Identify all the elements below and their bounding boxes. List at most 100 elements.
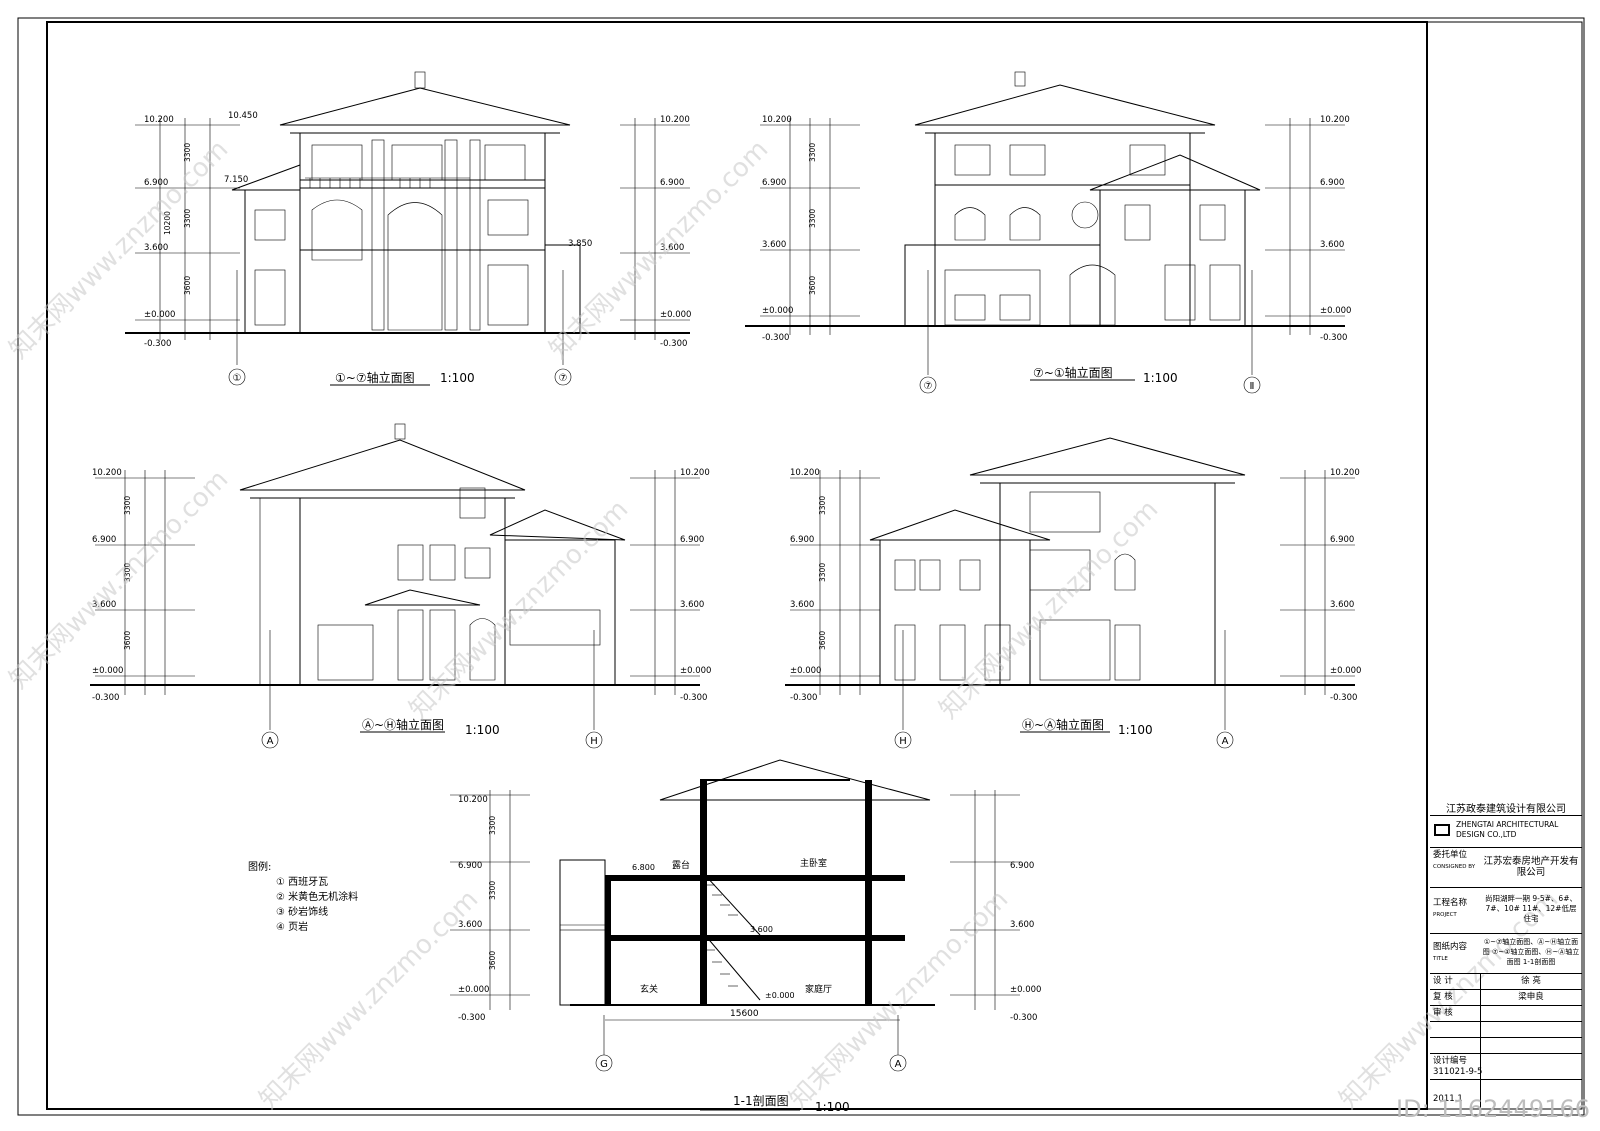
level-mark: 6.900 [144,178,168,188]
view-title: Ⓐ~Ⓗ轴立面图 [362,717,444,732]
level-mark: 10.200 [92,468,122,478]
drawing-date: 2011.1 [1433,1094,1463,1104]
level-mark: 6.900 [1330,535,1354,545]
designer-name: 徐 亮 [1521,976,1541,986]
project-label-en: PROJECT [1433,912,1457,918]
level-mark: 3.600 [762,240,786,250]
client-label-en: CONSIGNED BY [1433,864,1476,870]
level-mark: -0.300 [762,333,789,343]
level-mark: -0.300 [1010,1013,1037,1023]
project-label: 工程名称 [1433,898,1468,908]
level-mark: -0.300 [790,693,817,703]
axis-label: ⑦ [924,381,933,392]
axis-label: H [590,736,598,747]
level-mark: 6.900 [680,535,704,545]
level-labels: 10.200 6.900 3.600 ±0.000 -0.300 10.450 … [92,111,1361,1023]
elevation-7-1 [745,71,1345,394]
dimension-text: 3300 [818,496,827,515]
watermark: 知末网www.znzmo.com [4,464,235,695]
level-mark: 6.900 [762,178,786,188]
drawing-content: ①~⑦轴立面图、Ⓐ~Ⓗ轴立面图 ⑦~①轴立面图、Ⓗ~Ⓐ轴立面图 1-1剖面图 [1482,938,1580,966]
checker-name: 梁申良 [1518,992,1544,1002]
watermarks: 知末网www.znzmo.com 知末网www.znzmo.com 知末网www… [4,134,1565,1115]
room-label: 玄关 [640,983,658,995]
axis-label: A [1222,736,1229,747]
level-mark: ±0.000 [762,306,793,316]
dimension-text: 3600 [123,631,132,650]
watermark: 知末网www.znzmo.com [784,884,1015,1115]
dimension-text: 3600 [808,276,817,295]
company-logo [1434,824,1450,836]
view-title: ⑦~①轴立面图 [1033,365,1113,380]
dimension-text: 3600 [183,276,192,295]
level-mark: -0.300 [144,339,171,349]
legend-heading: 图例: [248,862,272,873]
elevation-a-h [90,423,700,749]
level-mark: 10.200 [144,115,174,125]
level-mark: 6.900 [1320,178,1344,188]
job-no-label: 设计编号 [1433,1056,1468,1066]
view-scale: 1:100 [465,723,500,737]
material-legend: 图例: ① 西班牙瓦 ② 米黄色无机涂料 ③ 砂岩饰线 ④ 页岩 [248,860,358,935]
review-label: 审 核 [1433,1008,1453,1018]
level-mark: ±0.000 [1010,985,1041,995]
level-mark: 10.200 [660,115,690,125]
title-block: 江苏政泰建筑设计有限公司 ZHENGTAI ARCHITECTURAL DESI… [1430,797,1582,1111]
view-title: Ⓗ~Ⓐ轴立面图 [1022,717,1104,732]
room-label: 露台 [672,859,690,871]
level-mark: -0.300 [660,339,687,349]
level-mark: -0.300 [458,1013,485,1023]
level-mark: 3.600 [790,600,814,610]
dimension-text: 3300 [123,496,132,515]
axis-label: A [895,1059,902,1070]
axis-label: Ⅱ [1250,381,1255,392]
image-id-tag: ID: 1162449166 [1396,1095,1590,1123]
elevation-h-a [785,437,1355,749]
level-mark: ±0.000 [765,991,795,1000]
level-mark: 3.600 [1320,240,1344,250]
level-mark: 10.200 [1320,115,1350,125]
level-mark: 3.600 [1330,600,1354,610]
client-name: 江苏宏泰房地产开发有限公司 [1483,856,1579,878]
axis-label: ① [233,373,242,384]
view-title: 1-1剖面图 [733,1094,789,1108]
level-mark: ±0.000 [1330,666,1361,676]
dimension-text: 3300 [123,563,132,582]
view-scale: 1:100 [440,371,475,385]
view-title: ①~⑦轴立面图 [335,370,415,385]
dimension-text: 3300 [818,563,827,582]
dimension-text: 3300 [183,143,192,162]
dimension-text: 3300 [808,209,817,228]
level-mark: 3.600 [458,920,482,930]
level-mark: 3.600 [660,243,684,253]
client-label: 委托单位 [1433,850,1468,860]
dimension-text: 3600 [488,951,497,970]
level-mark: 6.900 [458,861,482,871]
level-mark: 7.150 [224,175,248,185]
view-scale: 1:100 [815,1100,850,1114]
dimension-text: 3300 [488,816,497,835]
watermark: 知末网www.znzmo.com [404,494,635,725]
watermark: 知末网www.znzmo.com [544,134,775,365]
view-scale: 1:100 [1143,371,1178,385]
outer-frame [17,17,1585,1116]
job-no: 311021-9-5 [1433,1067,1483,1077]
view-scale: 1:100 [1118,723,1153,737]
company-name-en: ZHENGTAI ARCHITECTURAL DESIGN CO.,LTD [1456,820,1559,839]
room-label: 家庭厅 [805,983,832,995]
level-mark: 10.200 [458,795,488,805]
level-mark: ±0.000 [92,666,123,676]
level-mark: 6.900 [92,535,116,545]
level-mark: 3.600 [144,243,168,253]
watermark: 知末网www.znzmo.com [934,494,1165,725]
dimension-text: 3600 [818,631,827,650]
level-mark: -0.300 [680,693,707,703]
level-mark: ±0.000 [458,985,489,995]
level-mark: 10.200 [680,468,710,478]
content-label-en: TITLE [1433,956,1448,962]
legend-item: ④ 页岩 [276,922,309,933]
legend-item: ③ 砂岩饰线 [276,907,329,918]
legend-item: ① 西班牙瓦 [276,877,329,888]
level-mark: 6.900 [790,535,814,545]
